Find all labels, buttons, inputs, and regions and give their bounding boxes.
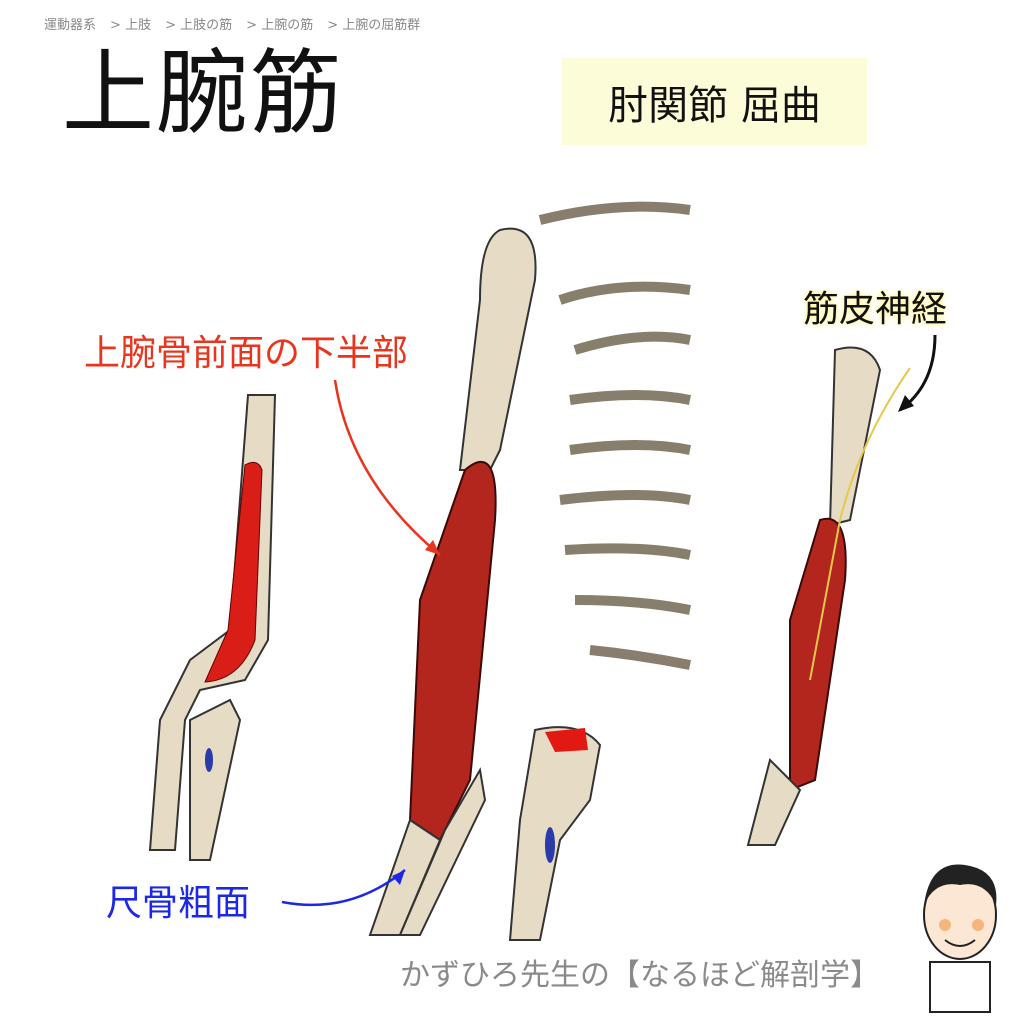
breadcrumb-item[interactable]: 上肢 (125, 18, 152, 33)
insertion-label: 尺骨粗面 (106, 883, 251, 924)
musculocutaneous-nerve (809, 367, 911, 681)
breadcrumb: 運動器系> 上肢> 上肢の筋> 上腕の筋> 上腕の屈筋群 (44, 14, 420, 33)
origin-label: 上腕骨前面の下半部 (84, 333, 409, 374)
origin-area (545, 728, 588, 752)
elbow-detail (508, 726, 602, 941)
breadcrumb-separator: > (327, 18, 339, 33)
arm-with-brachialis (368, 227, 537, 936)
origin-area (204, 461, 263, 683)
breadcrumb-separator: > (110, 18, 121, 33)
brand-text: かずひろ先生の【なるほど解剖学】 (400, 958, 880, 993)
insertion-arrow (281, 869, 406, 907)
origin-arrow (333, 379, 441, 556)
nerve-label: 筋皮神経 (803, 289, 948, 330)
breadcrumb-separator: > (165, 18, 176, 33)
mascot-avatar (923, 864, 997, 1013)
breadcrumb-separator: > (246, 18, 258, 33)
action-badge: 肘関節 屈曲 (562, 58, 867, 145)
page-title: 上腕筋 (62, 40, 345, 147)
breadcrumb-item[interactable]: 上腕の屈筋群 (342, 18, 421, 33)
rib-cage (538, 201, 691, 670)
brachialis-muscle (789, 517, 847, 792)
breadcrumb-item[interactable]: 運動器系 (44, 18, 97, 33)
arm-with-nerve (746, 346, 911, 846)
breadcrumb-item[interactable]: 上肢の筋 (180, 18, 233, 33)
humerus-origin-view (148, 394, 277, 861)
insertion-area (545, 827, 555, 863)
breadcrumb-item[interactable]: 上腕の筋 (261, 18, 314, 33)
insertion-area (205, 748, 213, 772)
